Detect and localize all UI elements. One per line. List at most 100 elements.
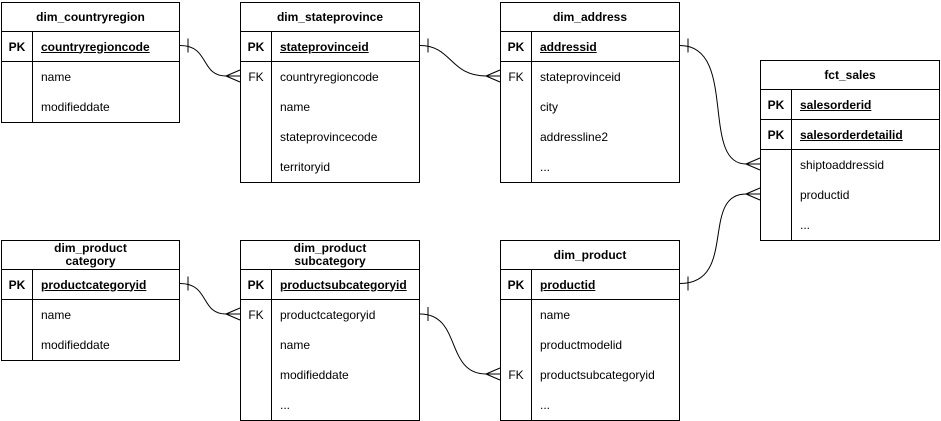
table-dim_productcategory[interactable]: dim_product category PK productcategoryi… (1, 240, 180, 361)
table-dim_stateprovince[interactable]: dim_stateprovince PK stateprovinceid FK … (240, 2, 420, 183)
table-title: dim_product subcategory (241, 241, 419, 270)
table-row: productid (761, 180, 939, 210)
key-cell (761, 180, 792, 210)
field-name: modifieddate (41, 100, 110, 114)
field-name: territoryid (280, 160, 331, 174)
table-row: modifieddate (2, 330, 179, 360)
pk-label: PK (761, 90, 792, 119)
field-name: addressline2 (540, 130, 609, 144)
table-title: dim_countryregion (2, 3, 179, 32)
field-name: countryregioncode (280, 70, 379, 84)
field-name: modifieddate (280, 368, 349, 382)
field-name: productcategoryid (41, 277, 147, 292)
table-title: dim_product (501, 241, 679, 270)
table-row: PK countryregioncode (2, 32, 179, 62)
field-name: countryregioncode (41, 39, 150, 54)
table-row: ... (761, 210, 939, 240)
table-row: FK countryregioncode (241, 62, 419, 92)
key-cell (241, 122, 272, 152)
table-dim_productsubcategory[interactable]: dim_product subcategory PK productsubcat… (240, 240, 420, 421)
field-name: name (540, 308, 571, 322)
table-row: PK productid (501, 270, 679, 300)
key-cell (501, 122, 532, 152)
key-cell (501, 92, 532, 122)
fk-label: FK (241, 62, 272, 92)
field-name: ... (280, 398, 291, 412)
field-name: salesorderid (800, 97, 872, 112)
fk-label: FK (501, 62, 532, 92)
key-cell (501, 152, 532, 182)
table-row: name (241, 92, 419, 122)
key-cell (241, 152, 272, 182)
table-title: fct_sales (761, 61, 939, 90)
key-cell (2, 330, 33, 360)
field-name: stateprovinceid (280, 39, 369, 54)
key-cell (241, 390, 272, 420)
key-cell (241, 360, 272, 390)
table-row: PK stateprovinceid (241, 32, 419, 62)
table-row: FK stateprovinceid (501, 62, 679, 92)
table-row: PK addressid (501, 32, 679, 62)
field-name: stateprovincecode (280, 130, 378, 144)
table-row: ... (241, 390, 419, 420)
table-row: ... (501, 390, 679, 420)
table-title: dim_product category (2, 241, 179, 270)
field-name: modifieddate (41, 338, 110, 352)
table-row: modifieddate (241, 360, 419, 390)
table-row: ... (501, 152, 679, 182)
table-row: name (2, 62, 179, 92)
relationship-productsubcategory-product[interactable] (419, 307, 501, 381)
field-name: productid (540, 277, 596, 292)
key-cell (241, 330, 272, 360)
field-name: productid (800, 188, 850, 202)
field-name: productcategoryid (280, 308, 376, 322)
key-cell (501, 300, 532, 330)
key-cell (2, 300, 33, 330)
fk-label: FK (501, 360, 532, 390)
field-name: name (41, 308, 72, 322)
table-row: modifieddate (2, 92, 179, 122)
pk-label: PK (501, 32, 532, 61)
table-row: PK productcategoryid (2, 270, 179, 300)
table-title: dim_stateprovince (241, 3, 419, 32)
table-dim_address[interactable]: dim_address PK addressid FK stateprovinc… (500, 2, 680, 183)
field-name: name (280, 100, 311, 114)
table-row: PK salesorderid (761, 90, 939, 120)
table-row: city (501, 92, 679, 122)
table-row: stateprovincecode (241, 122, 419, 152)
table-dim_product[interactable]: dim_product PK productid name productmod… (500, 240, 680, 421)
relationship-stateprovince-address[interactable] (419, 38, 501, 83)
field-name: ... (800, 218, 811, 232)
field-name: productmodelid (540, 338, 623, 352)
pk-label: PK (761, 120, 792, 149)
table-row: name (241, 330, 419, 360)
field-name: productsubcategoryid (540, 368, 655, 382)
pk-label: PK (2, 270, 33, 299)
key-cell (241, 92, 272, 122)
field-name: addressid (540, 39, 597, 54)
field-name: ... (540, 160, 551, 174)
field-name: salesorderdetailid (800, 127, 903, 142)
key-cell (761, 210, 792, 240)
table-row: FK productcategoryid (241, 300, 419, 330)
table-row: PK productsubcategoryid (241, 270, 419, 300)
pk-label: PK (2, 32, 33, 61)
table-row: PK salesorderdetailid (761, 120, 939, 150)
field-name: shiptoaddressid (800, 158, 885, 172)
key-cell (501, 330, 532, 360)
field-name: name (41, 70, 72, 84)
relationship-address-sales[interactable] (679, 38, 761, 171)
table-title: dim_address (501, 3, 679, 32)
relationship-countryregion-stateprovince[interactable] (179, 38, 241, 83)
table-row: productmodelid (501, 330, 679, 360)
table-fct_sales[interactable]: fct_sales PK salesorderid PK salesorderd… (760, 60, 940, 241)
table-row: name (2, 300, 179, 330)
pk-label: PK (501, 270, 532, 299)
relationship-product-sales[interactable] (679, 187, 761, 291)
table-dim_countryregion[interactable]: dim_countryregion PK countryregioncode n… (1, 2, 180, 123)
relationship-productcategory-productsubcategory[interactable] (179, 276, 241, 321)
table-row: territoryid (241, 152, 419, 182)
table-row: FK productsubcategoryid (501, 360, 679, 390)
field-name: name (280, 338, 311, 352)
